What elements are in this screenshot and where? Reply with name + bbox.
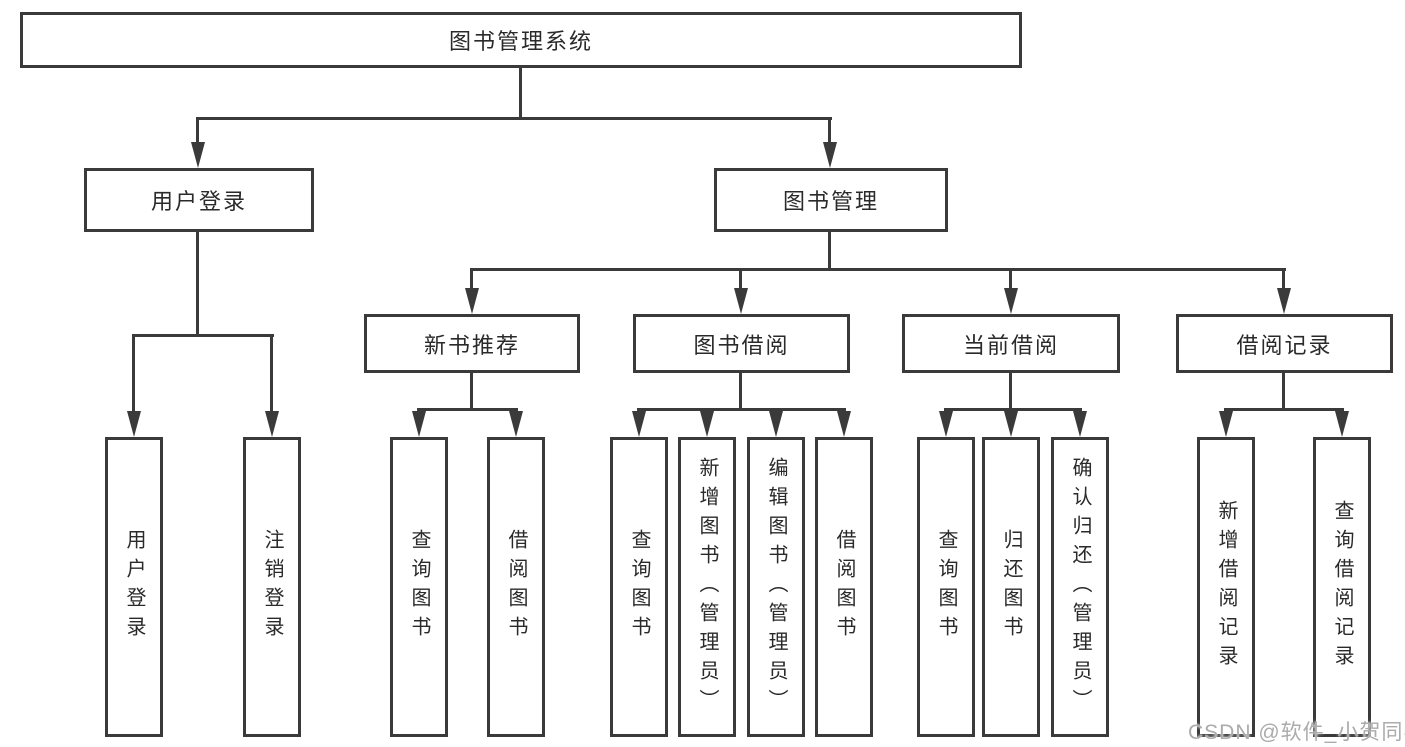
node-logout-leaf: 注销登录 <box>243 437 301 737</box>
node-borrow-books: 借阅图书 <box>815 437 873 737</box>
connector-line <box>739 373 742 411</box>
arrowhead <box>191 142 205 168</box>
connector-line <box>132 334 135 411</box>
node-return-books: 归还图书 <box>982 437 1040 737</box>
node-search-books-borrow: 查询图书 <box>610 437 668 737</box>
arrowhead <box>1004 288 1018 314</box>
connector-line <box>739 268 742 292</box>
watermark-text: CSDN @软件_小贺同学 <box>1188 721 1405 744</box>
connector-line <box>828 232 831 271</box>
node-add-books-admin: 新增图书（管理员） <box>678 437 736 737</box>
connector-line <box>1009 268 1012 292</box>
connector-bus <box>1224 408 1344 411</box>
arrowhead <box>265 411 279 437</box>
connector-bus <box>470 268 1286 271</box>
connector-bus <box>637 408 846 411</box>
arrowhead <box>465 288 479 314</box>
node-add-borrow-record: 新增借阅记录 <box>1197 437 1255 737</box>
node-search-books-recommend: 查询图书 <box>390 437 448 737</box>
arrowhead <box>823 142 837 168</box>
arrowhead <box>939 411 953 437</box>
node-confirm-return-admin: 确认归还（管理员） <box>1051 437 1109 737</box>
node-current-borrowing: 当前借阅 <box>902 314 1120 373</box>
connector-line <box>1282 268 1285 292</box>
connector-line <box>270 334 273 411</box>
node-search-borrow-record: 查询借阅记录 <box>1313 437 1371 737</box>
node-new-book-recommendation: 新书推荐 <box>364 314 580 373</box>
connector-bus <box>944 408 1082 411</box>
arrowhead <box>1219 411 1233 437</box>
connector-line <box>470 268 473 292</box>
connector-line <box>519 67 522 119</box>
connector-line <box>828 117 831 145</box>
arrowhead <box>700 411 714 437</box>
node-user-login-leaf: 用户登录 <box>105 437 163 737</box>
arrowhead <box>734 288 748 314</box>
node-borrowing-records: 借阅记录 <box>1176 314 1393 373</box>
arrowhead <box>632 411 646 437</box>
arrowhead <box>769 411 783 437</box>
node-borrow-books-recommend: 借阅图书 <box>487 437 545 737</box>
node-search-books-current: 查询图书 <box>917 437 975 737</box>
arrowhead <box>1004 411 1018 437</box>
arrowhead <box>837 411 851 437</box>
node-book-borrowing: 图书借阅 <box>633 314 850 373</box>
arrowhead <box>509 411 523 437</box>
node-user-login: 用户登录 <box>84 168 314 232</box>
node-book-management: 图书管理 <box>714 168 948 232</box>
connector-bus <box>132 334 274 337</box>
arrowhead <box>412 411 426 437</box>
connector-line <box>196 232 199 337</box>
connector-line <box>470 373 473 411</box>
arrowhead <box>1335 411 1349 437</box>
connector-bus <box>196 117 832 120</box>
connector-line <box>196 117 199 145</box>
node-edit-books-admin: 编辑图书（管理员） <box>747 437 805 737</box>
connector-line <box>1282 373 1285 411</box>
arrowhead <box>127 411 141 437</box>
node-library-system: 图书管理系统 <box>20 12 1022 68</box>
connector-bus <box>417 408 518 411</box>
arrowhead <box>1073 411 1087 437</box>
arrowhead <box>1277 288 1291 314</box>
connector-line <box>1009 373 1012 411</box>
